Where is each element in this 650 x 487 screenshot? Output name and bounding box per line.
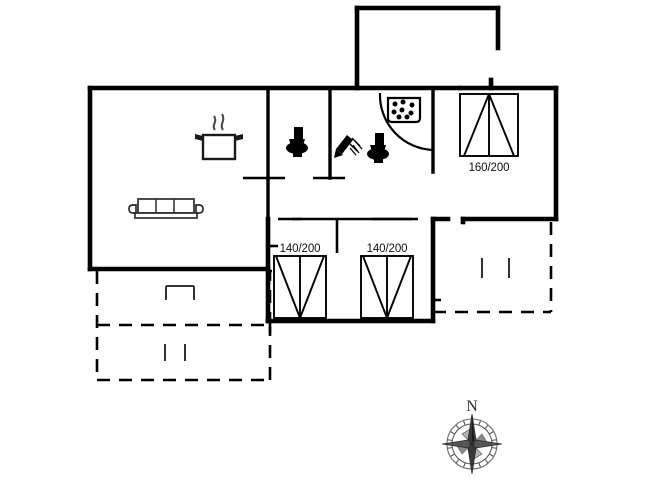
door-thresholds bbox=[243, 176, 418, 253]
bed-160-200: 160/200 bbox=[459, 93, 519, 174]
bed-160-200-duvet-left bbox=[463, 93, 490, 157]
pot-handle-left bbox=[195, 134, 203, 141]
toilet-cistern-1 bbox=[294, 127, 303, 139]
bed-160-200-label: 160/200 bbox=[469, 162, 510, 174]
toilet-base-2 bbox=[374, 159, 383, 163]
toilet-cistern-2 bbox=[375, 133, 384, 145]
bed-140-200-right-duvet-a bbox=[362, 255, 388, 319]
bed-140-200-right: 140/200 bbox=[360, 243, 414, 319]
pot-steam-left bbox=[212, 115, 217, 131]
toilet-bowl-1 bbox=[286, 142, 308, 154]
sofa-armrest-left bbox=[128, 204, 137, 214]
sofa-armrest-right bbox=[195, 204, 204, 214]
sofa-seat-base bbox=[134, 212, 198, 219]
pot-handle-right bbox=[235, 134, 243, 141]
pot-body bbox=[201, 133, 237, 161]
toilet-base-1 bbox=[293, 153, 302, 157]
compass-center-dot bbox=[469, 441, 475, 447]
compass-north-label: N bbox=[466, 398, 478, 415]
toilet-icon-bathroom bbox=[367, 133, 389, 163]
shower-arm bbox=[336, 135, 353, 154]
bed-140-200-right-label: 140/200 bbox=[367, 243, 408, 255]
bed-140-200-right-duvet-b bbox=[386, 255, 412, 319]
bed-140-200-left-duvet-a bbox=[275, 255, 301, 319]
toilet-icon-wc bbox=[286, 127, 308, 157]
toilet-bowl-2 bbox=[367, 148, 389, 160]
washer-bubbles bbox=[391, 99, 415, 120]
exterior-walls bbox=[87, 5, 559, 324]
shower-spray bbox=[348, 137, 363, 156]
pot-steam-right bbox=[220, 113, 225, 131]
compass-rose: N bbox=[441, 398, 503, 475]
shower-handle bbox=[334, 149, 343, 158]
sofa-icon bbox=[128, 198, 204, 219]
shower-icon bbox=[334, 135, 363, 158]
bed-160-200-duvet-right bbox=[488, 93, 515, 157]
door-swing-arc bbox=[378, 92, 434, 152]
bed-140-200-left: 140/200 bbox=[273, 243, 327, 319]
terrace-furniture-marks bbox=[164, 258, 510, 361]
bed-140-200-left-label: 140/200 bbox=[280, 243, 321, 255]
sofa-back bbox=[137, 198, 195, 214]
washing-machine-icon bbox=[386, 96, 422, 124]
interior-walls bbox=[266, 88, 435, 221]
compass-north-needle bbox=[472, 414, 474, 444]
bed-140-200-left-duvet-b bbox=[299, 255, 325, 319]
cooking-pot-icon bbox=[195, 113, 243, 161]
